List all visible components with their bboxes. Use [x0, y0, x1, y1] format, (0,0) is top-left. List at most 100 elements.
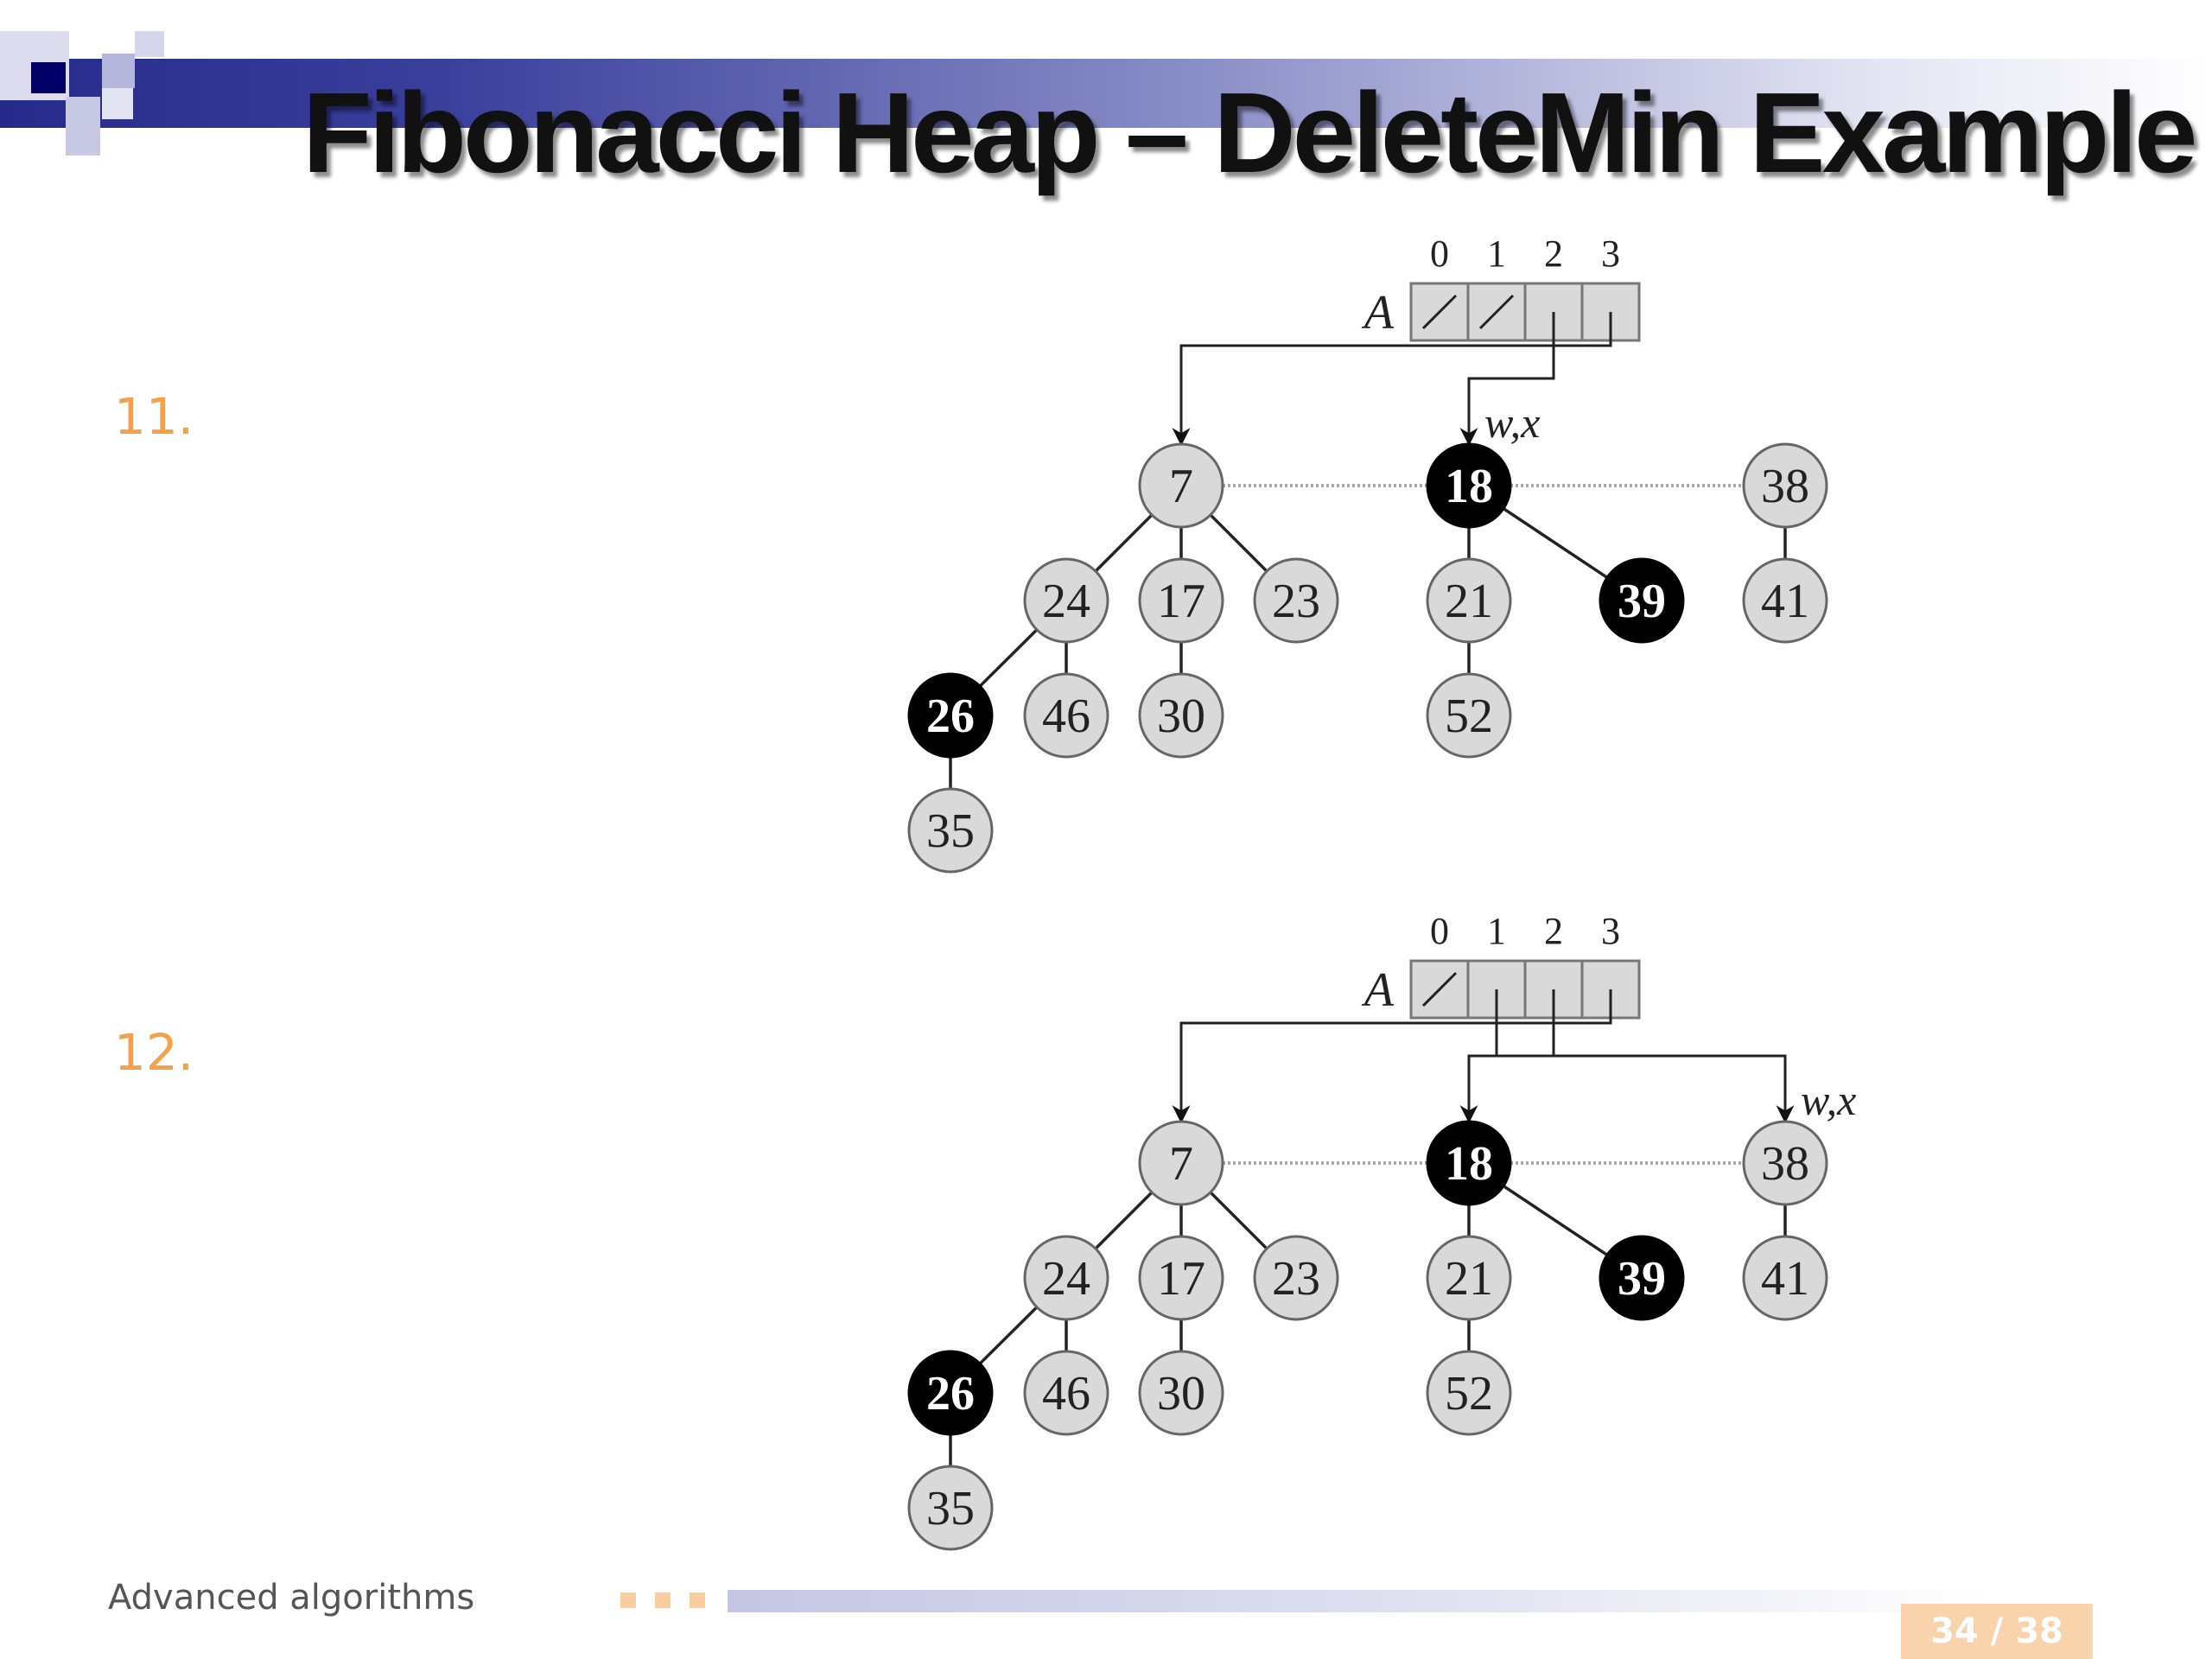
node-circle [1023, 1235, 1109, 1321]
node-key: 26 [926, 690, 975, 743]
heap-node: 26 [907, 1350, 994, 1436]
array-cell [1409, 282, 1470, 342]
node-circle [1138, 442, 1224, 529]
footer-bar [728, 1590, 1989, 1612]
array-pointer-arrow [1172, 989, 1612, 1124]
node-key: 35 [926, 1482, 975, 1535]
node-key: 21 [1445, 575, 1493, 628]
heap-node: 18 [1426, 1120, 1512, 1206]
heap-node: 7 [1138, 442, 1224, 529]
slide-title: Fibonacci Heap – DeleteMin Example [302, 69, 2197, 196]
marked-node-circle [1599, 1235, 1685, 1321]
heap-node: 41 [1742, 1235, 1828, 1321]
node-key: 38 [1761, 460, 1809, 513]
node-circle [1138, 1120, 1224, 1206]
node-circle [907, 1465, 994, 1551]
marked-node-circle [907, 672, 994, 759]
array-index-label: 3 [1601, 232, 1620, 275]
marked-node-circle [1426, 442, 1512, 529]
node-circle [1253, 557, 1339, 644]
heap-node: 39 [1599, 557, 1685, 644]
node-circle [907, 787, 994, 874]
node-key: 46 [1042, 690, 1090, 743]
node-key: 39 [1618, 575, 1666, 628]
heap-node: 7 [1138, 1120, 1224, 1206]
heap-node: 17 [1138, 1235, 1224, 1321]
node-circle [1253, 1235, 1339, 1321]
heap-node: 24 [1023, 1235, 1109, 1321]
heap-node: 21 [1426, 557, 1512, 644]
heap-node: 38 [1742, 1120, 1828, 1206]
heap-node: 46 [1023, 672, 1109, 759]
title-decoration-square [102, 88, 133, 119]
heap-node: 23 [1253, 1235, 1339, 1321]
pointer-label-wx: w,x [1801, 1076, 1856, 1124]
null-pointer-slash [1478, 294, 1515, 330]
node-key: 17 [1157, 1252, 1205, 1306]
tree-edge [978, 1306, 1039, 1365]
node-circle [1426, 557, 1512, 644]
tree-edge [1503, 507, 1608, 579]
tree-edge [1094, 513, 1154, 573]
heap-node: 21 [1426, 1235, 1512, 1321]
null-pointer-slash [1421, 294, 1458, 330]
node-circle [1138, 1350, 1224, 1436]
marked-node-circle [1426, 1120, 1512, 1206]
heap-node: 18 [1426, 442, 1512, 529]
node-circle [1426, 1350, 1512, 1436]
node-key: 7 [1169, 1137, 1193, 1191]
title-decoration-square [135, 31, 164, 57]
array-index-label: 1 [1487, 232, 1506, 275]
node-key: 21 [1445, 1252, 1493, 1306]
node-key: 23 [1272, 1252, 1320, 1306]
node-circle [1023, 557, 1109, 644]
node-key: 26 [926, 1367, 975, 1421]
node-circle [1023, 1350, 1109, 1436]
node-key: 41 [1761, 575, 1809, 628]
tree-edge [1209, 513, 1268, 573]
tree-edge [978, 628, 1039, 688]
array-pointer-arrow [1172, 312, 1612, 447]
array-index-label: 0 [1430, 910, 1449, 952]
heap-node: 24 [1023, 557, 1109, 644]
step-label: 12. [114, 1023, 194, 1082]
node-key: 7 [1169, 460, 1193, 513]
node-key: 35 [926, 804, 975, 858]
footer-decoration-square [690, 1592, 705, 1608]
node-circle [1426, 672, 1512, 759]
heap-node: 30 [1138, 672, 1224, 759]
node-circle [1742, 1235, 1828, 1321]
title-decoration-square [66, 97, 100, 156]
marked-node-circle [1599, 557, 1685, 644]
heap-node: 26 [907, 672, 994, 759]
node-circle [1138, 1235, 1224, 1321]
array-index-label: 0 [1430, 232, 1449, 275]
node-key: 30 [1157, 1367, 1205, 1421]
step-label: 11. [114, 387, 194, 446]
node-key: 24 [1042, 575, 1090, 628]
array-index-label: 1 [1487, 910, 1506, 952]
node-key: 39 [1618, 1252, 1666, 1306]
node-circle [1138, 672, 1224, 759]
heap-node: 52 [1426, 672, 1512, 759]
array-name-label: A [1361, 286, 1395, 340]
title-decoration-square [31, 62, 66, 93]
heap-node: 35 [907, 787, 994, 874]
tree-edge [1503, 1185, 1608, 1256]
pointer-label-wx: w,x [1484, 398, 1540, 447]
heap-node: 38 [1742, 442, 1828, 529]
node-key: 23 [1272, 575, 1320, 628]
page-indicator: 34 / 38 [1901, 1604, 2093, 1659]
node-key: 30 [1157, 690, 1205, 743]
node-circle [1138, 557, 1224, 644]
node-key: 38 [1761, 1137, 1809, 1191]
footer-decoration-square [620, 1592, 636, 1608]
node-key: 18 [1445, 460, 1493, 513]
heap-node: 52 [1426, 1350, 1512, 1436]
node-key: 18 [1445, 1137, 1493, 1191]
heap-node: 35 [907, 1465, 994, 1551]
node-circle [1023, 672, 1109, 759]
footer-course-name: Advanced algorithms [108, 1578, 475, 1618]
